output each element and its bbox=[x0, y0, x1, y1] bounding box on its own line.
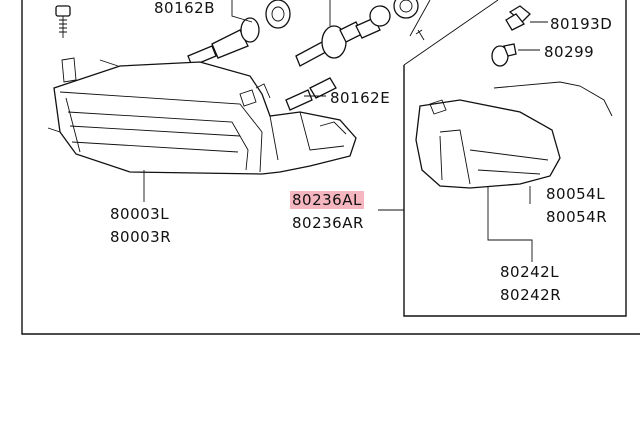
inset-frame bbox=[403, 0, 627, 317]
small-bulb-icon bbox=[491, 43, 540, 67]
headlight-bulb-icon bbox=[187, 0, 291, 67]
part-label-80162B[interactable]: 80162B bbox=[154, 0, 216, 17]
part-label-80236AL[interactable]: 80236AL bbox=[290, 191, 364, 209]
wedge-bulb-icon bbox=[505, 5, 548, 31]
part-label-80242R[interactable]: 80242R bbox=[500, 286, 562, 304]
small-screw-icon bbox=[415, 29, 425, 41]
screw-icon bbox=[55, 5, 71, 38]
highlight-80236AL[interactable]: 80236AL bbox=[290, 191, 364, 209]
leader-80162B bbox=[231, 0, 253, 23]
part-label-80054L[interactable]: 80054L bbox=[546, 185, 606, 203]
position-bulb-icon bbox=[285, 77, 337, 111]
headlamp-assembly bbox=[47, 57, 357, 175]
leader-80242 bbox=[487, 186, 533, 262]
part-label-80193D[interactable]: 80193D bbox=[550, 15, 613, 33]
part-label-80236AR[interactable]: 80236AR bbox=[292, 214, 364, 232]
part-label-80299[interactable]: 80299 bbox=[544, 43, 595, 61]
part-label-80054R[interactable]: 80054R bbox=[546, 208, 608, 226]
diagram-frame bbox=[21, 0, 640, 335]
part-label-80242L[interactable]: 80242L bbox=[500, 263, 560, 281]
corner-lamp bbox=[415, 81, 613, 189]
leader-line bbox=[409, 0, 431, 37]
headlight-bulb-2-icon bbox=[295, 0, 363, 67]
inset-diagonal bbox=[403, 0, 499, 66]
part-label-80162E[interactable]: 80162E bbox=[330, 89, 391, 107]
part-label-80003L[interactable]: 80003L bbox=[110, 205, 170, 223]
part-label-80003R[interactable]: 80003R bbox=[110, 228, 172, 246]
socket-icon bbox=[355, 0, 419, 39]
